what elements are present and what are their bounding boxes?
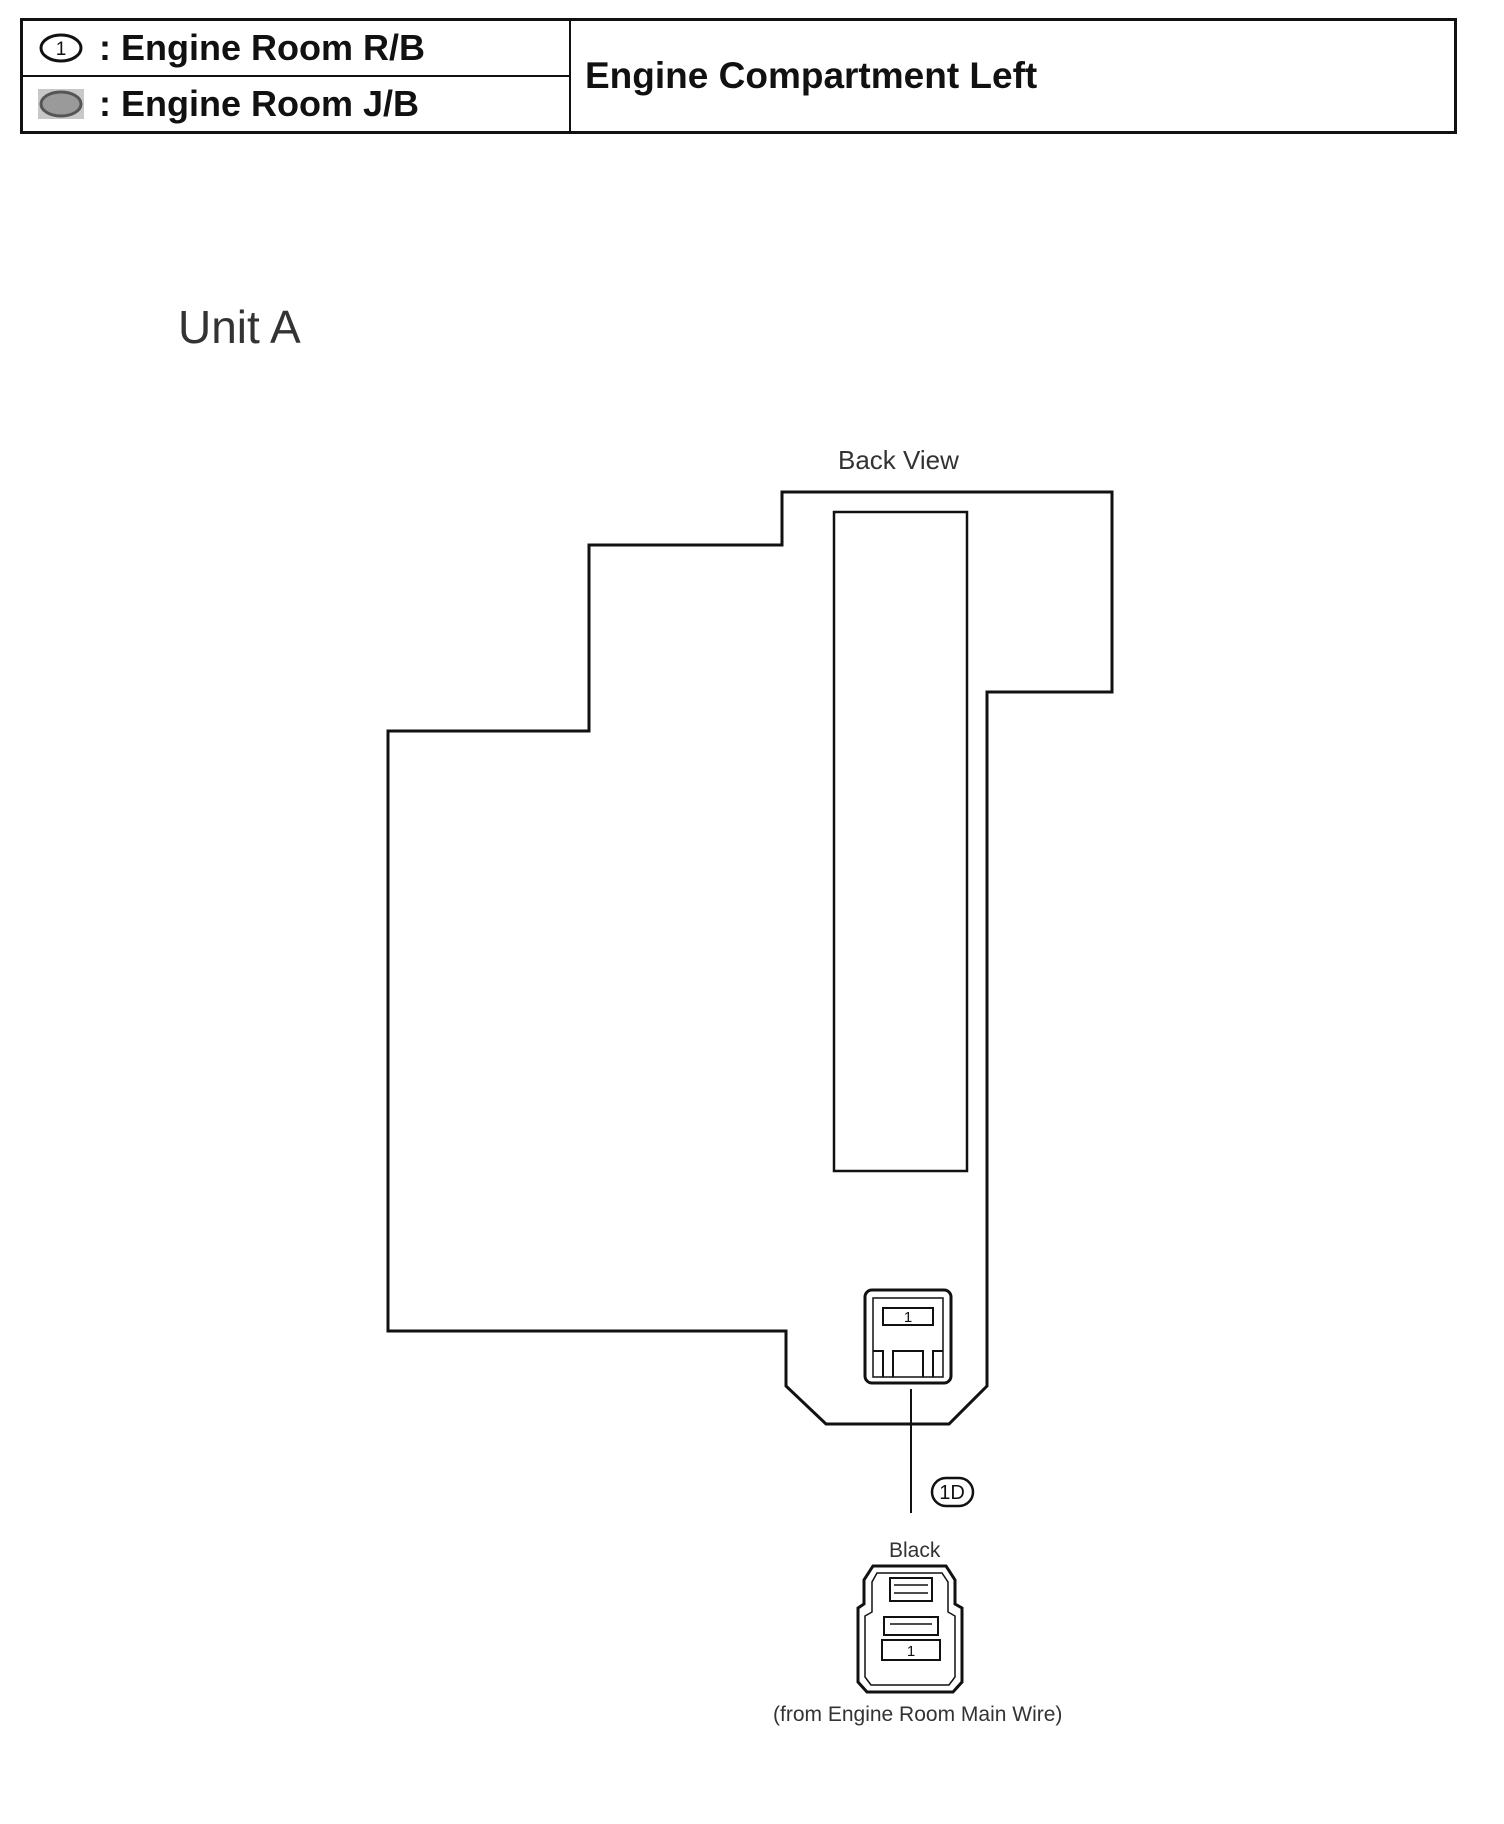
circle-outline-icon: 1 <box>37 31 85 65</box>
shaded-oval-icon <box>37 87 85 121</box>
legend: 1 : Engine Room R/B : Engine Room J/B <box>23 21 571 131</box>
svg-text:1: 1 <box>56 39 67 60</box>
socket-pin-label: 1 <box>904 1309 912 1326</box>
inner-slot <box>832 510 969 1173</box>
plug-pin-label: 1 <box>907 1643 915 1660</box>
page-title: Engine Compartment Left <box>585 55 1038 96</box>
connector-color-label: Black <box>889 1539 941 1562</box>
legend-label-rb: : Engine Room R/B <box>99 27 425 68</box>
legend-row-jb: : Engine Room J/B <box>23 75 569 131</box>
plug-connector: 1 <box>856 1564 964 1694</box>
legend-row-rb: 1 : Engine Room R/B <box>23 21 569 75</box>
connector-code: 1D <box>939 1482 965 1504</box>
unit-title: Unit A <box>178 301 301 353</box>
socket-connector: 1 <box>863 1288 953 1385</box>
view-label: Back View <box>838 445 959 475</box>
header-table: 1 : Engine Room R/B : Engine Room J/B En… <box>20 18 1457 134</box>
header-title-cell: Engine Compartment Left <box>571 21 1454 131</box>
connector-code-callout: 1D <box>930 1476 975 1508</box>
relay-block-outline <box>386 490 1114 1426</box>
connector-source-label: (from Engine Room Main Wire) <box>773 1703 1063 1726</box>
legend-label-jb: : Engine Room J/B <box>99 83 420 124</box>
